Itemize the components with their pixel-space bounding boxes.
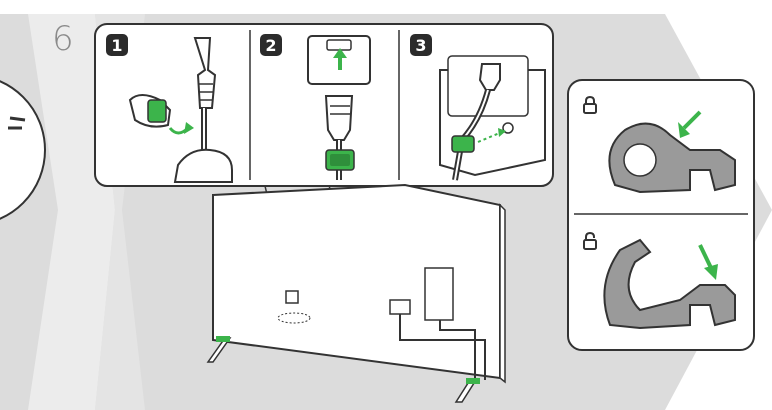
substep-1-badge: 1: [106, 34, 128, 56]
substep-3-badge: 3: [410, 34, 432, 56]
lock-open-icon: [582, 232, 598, 255]
clip-states-panel: [568, 80, 754, 350]
substep-2-badge: 2: [260, 34, 282, 56]
substep-3-illustration: [440, 56, 545, 180]
lock-closed-icon: [582, 96, 598, 119]
step-number: 6: [52, 22, 74, 56]
